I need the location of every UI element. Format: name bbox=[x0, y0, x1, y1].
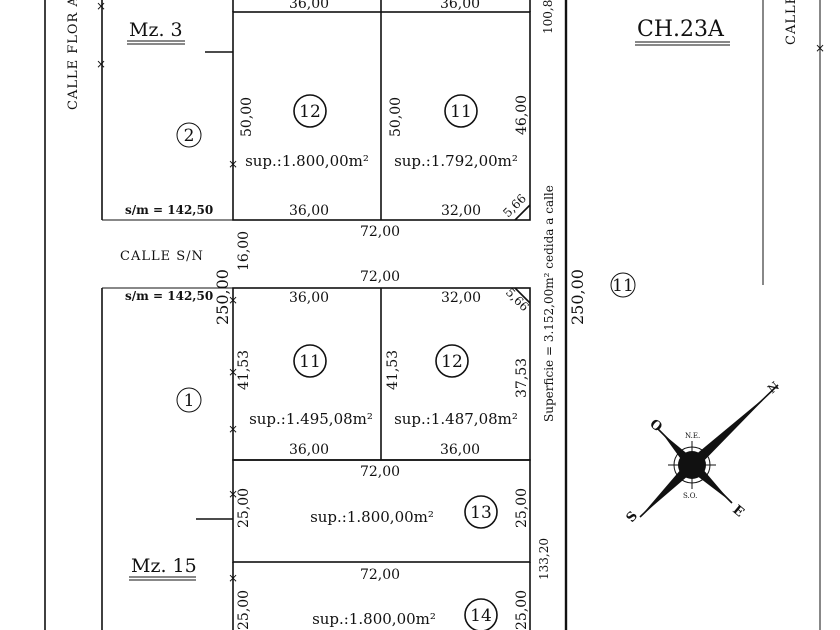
sm-bottom-label: s/m = 142,50 bbox=[125, 289, 213, 303]
lot-circle bbox=[176, 122, 202, 148]
lot-area: sup.:1.487,08m² bbox=[394, 410, 518, 428]
cross-marker: × bbox=[228, 422, 238, 436]
dim-label: 36,00 bbox=[289, 203, 329, 219]
dim-label: 37,53 bbox=[514, 358, 530, 398]
cross-marker: × bbox=[96, 0, 106, 13]
dim-label: 250,00 bbox=[568, 269, 587, 325]
compass-south: S bbox=[624, 509, 642, 526]
dim-label: 25,00 bbox=[236, 488, 252, 528]
lots-block bbox=[232, 0, 531, 630]
lot-circle bbox=[435, 344, 469, 378]
cross-marker: × bbox=[815, 41, 825, 55]
street-flor-label: CALLE FLOR A bbox=[66, 0, 81, 110]
lot-circle bbox=[176, 387, 202, 413]
cross-marker: × bbox=[228, 571, 238, 585]
dim-label: 72,00 bbox=[360, 224, 400, 240]
cross-markers: × × × × × × × × × bbox=[96, 0, 825, 585]
cross-marker: × bbox=[228, 365, 238, 379]
street-lines bbox=[44, 0, 821, 630]
compass-east: E bbox=[729, 503, 746, 521]
lot-area: sup.:1.800,00m² bbox=[310, 508, 434, 526]
lot-area: sup.:1.800,00m² bbox=[312, 610, 436, 628]
dim-label: 72,00 bbox=[360, 269, 400, 285]
dim-label: 32,00 bbox=[441, 203, 481, 219]
dim-label: 36,00 bbox=[440, 442, 480, 458]
lot-circle bbox=[464, 495, 498, 529]
street-sn-label: CALLE S/N bbox=[120, 249, 204, 264]
dim-label: 36,00 bbox=[440, 0, 480, 12]
lot-11-mid: 11 sup.:1.495,08m² bbox=[249, 344, 373, 428]
lot-14: 14 sup.:1.800,00m² bbox=[312, 598, 498, 630]
lot-13: 13 sup.:1.800,00m² bbox=[310, 495, 498, 529]
cross-marker: × bbox=[228, 487, 238, 501]
lot-12-mid: 12 sup.:1.487,08m² bbox=[394, 344, 518, 428]
dim-label: 36,00 bbox=[289, 442, 329, 458]
lot-12-top: 12 sup.:1.800,00m² bbox=[245, 94, 369, 170]
lot-area: sup.:1.792,00m² bbox=[394, 152, 518, 170]
ch-label: CH.23A bbox=[637, 17, 725, 42]
dim-label: 36,00 bbox=[289, 290, 329, 306]
lot-number: 12 bbox=[299, 102, 321, 122]
dimensions-horizontal: 36,00 36,00 36,00 32,00 72,00 72,00 36,0… bbox=[289, 0, 481, 583]
compass-rose: N S E O N.E. S.O. bbox=[624, 379, 782, 526]
dim-label: 32,00 bbox=[441, 290, 481, 306]
side-lot-2: 2 bbox=[176, 122, 202, 148]
mz15-label: Mz. 15 bbox=[131, 555, 197, 577]
dim-label: 100,80 bbox=[541, 0, 555, 34]
compass-north: N bbox=[765, 379, 782, 396]
dim-label: 41,53 bbox=[385, 350, 401, 390]
cross-marker: × bbox=[228, 157, 238, 171]
lot-number: 13 bbox=[470, 503, 492, 523]
dimensions-vertical: 100,80 50,00 50,00 46,00 5,66 16,00 250,… bbox=[213, 0, 587, 630]
dim-label: 250,00 bbox=[213, 269, 232, 325]
dim-label: 25,00 bbox=[236, 590, 252, 630]
mz3-label: Mz. 3 bbox=[129, 19, 183, 41]
lot-circle bbox=[444, 94, 478, 128]
compass-ne-label: N.E. bbox=[685, 432, 700, 440]
dim-label: 50,00 bbox=[388, 97, 404, 137]
lot-number: 14 bbox=[470, 606, 492, 626]
lot-number: 11 bbox=[450, 102, 472, 122]
dim-label: 25,00 bbox=[514, 488, 530, 528]
dim-label: 41,53 bbox=[236, 350, 252, 390]
dim-label: 5,66 bbox=[500, 191, 529, 220]
dim-label: 25,00 bbox=[514, 590, 530, 630]
side-lot-11-right: 11 bbox=[610, 272, 636, 298]
chamfer-top bbox=[514, 204, 531, 221]
dim-label: 36,00 bbox=[289, 0, 329, 12]
lot-number: 11 bbox=[299, 352, 321, 372]
superficie-label: Superficie = 3.152,00m² cedida a calle bbox=[542, 185, 556, 422]
lot-number: 12 bbox=[441, 352, 463, 372]
lot13-outline bbox=[232, 459, 531, 563]
dim-label: 16,00 bbox=[236, 231, 252, 271]
lot-circle bbox=[293, 344, 327, 378]
dim-label: 5,66 bbox=[503, 285, 532, 314]
compass-so-label: S.O. bbox=[683, 492, 697, 500]
compass-needle-icon bbox=[639, 384, 779, 518]
chamfer-bottom bbox=[514, 287, 531, 304]
side-lot-1: 1 bbox=[176, 387, 202, 413]
lot-area: sup.:1.495,08m² bbox=[249, 410, 373, 428]
street-right-label: CALLE bbox=[784, 0, 799, 45]
lot-circle bbox=[293, 94, 327, 128]
dim-label: 72,00 bbox=[360, 464, 400, 480]
dim-label: 133,20 bbox=[537, 538, 551, 580]
dim-label: 46,00 bbox=[514, 95, 530, 135]
lot-11-top: 11 sup.:1.792,00m² bbox=[394, 94, 518, 170]
dim-label: 50,00 bbox=[239, 97, 255, 137]
sm-top-label: s/m = 142,50 bbox=[125, 203, 213, 217]
lot-circle bbox=[610, 272, 636, 298]
cross-marker: × bbox=[96, 57, 106, 71]
lot-number: 1 bbox=[184, 391, 195, 411]
cross-marker: × bbox=[228, 293, 238, 307]
dim-label: 72,00 bbox=[360, 567, 400, 583]
lot-circle bbox=[464, 598, 498, 630]
lot-number: 2 bbox=[184, 126, 195, 146]
lot-area: sup.:1.800,00m² bbox=[245, 152, 369, 170]
lot-number: 11 bbox=[612, 276, 634, 296]
